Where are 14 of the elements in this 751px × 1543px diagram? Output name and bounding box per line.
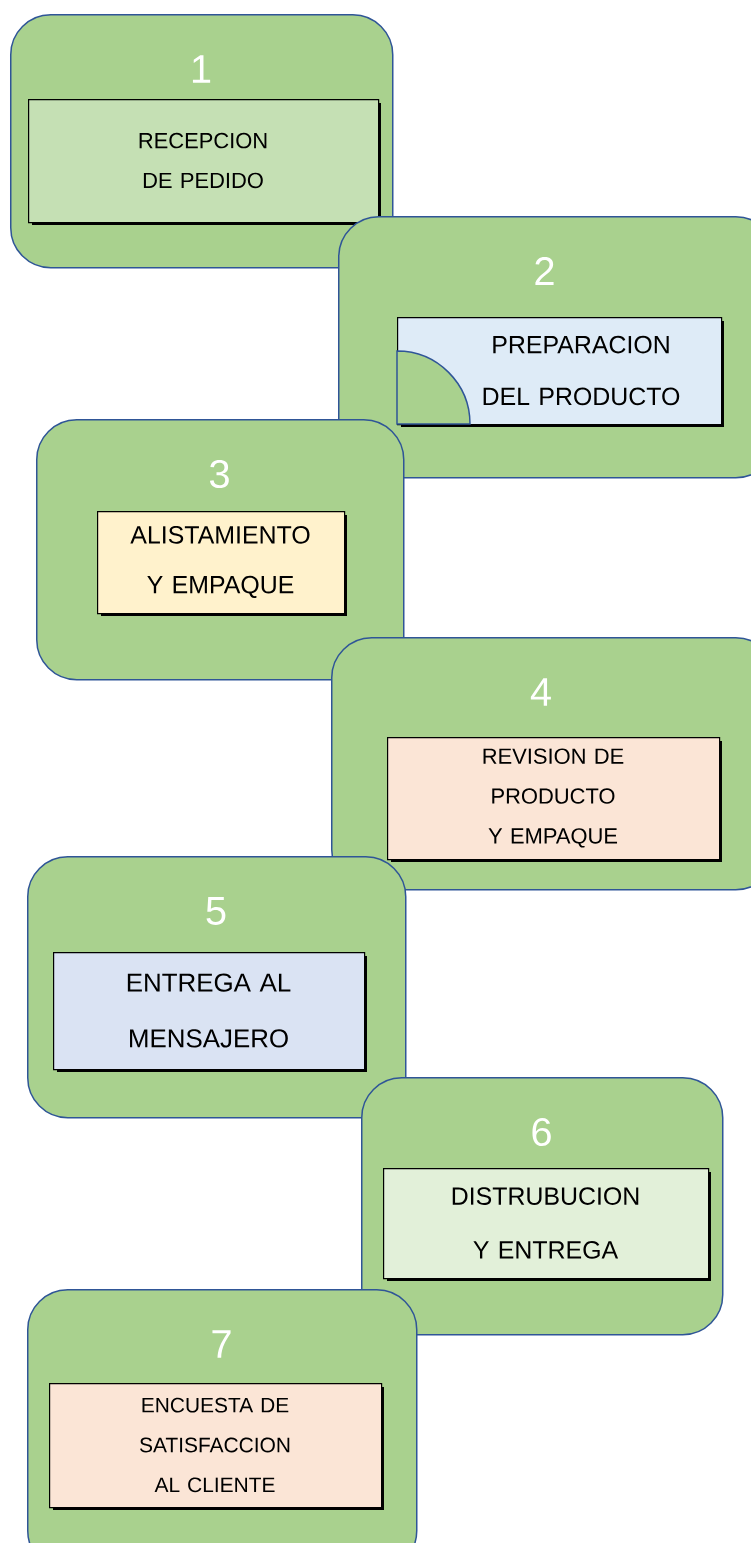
step-number: 3 [209, 459, 229, 489]
step-number: 2 [535, 257, 554, 285]
step-number: 6 [532, 1117, 551, 1147]
step-box: PREPARACION DEL PRODUCTO [396, 317, 724, 427]
step-number: 4 [530, 678, 551, 706]
step-box: ENTREGA AL MENSAJERO [53, 952, 367, 1072]
step-number: 1 [192, 55, 211, 83]
step-box: RECEPCION DE PEDIDO [28, 99, 381, 225]
step-number: 5 [206, 897, 226, 925]
step-number: 7 [212, 1330, 231, 1358]
step-box: REVISION DE PRODUCTO Y EMPAQUE [387, 737, 722, 862]
step-box: DISTRUBUCION Y ENTREGA [383, 1168, 711, 1281]
step-box: ALISTAMIENTO Y EMPAQUE [97, 511, 347, 616]
step-box: ENCUESTA DE SATISFACCION AL CLIENTE [49, 1383, 384, 1510]
